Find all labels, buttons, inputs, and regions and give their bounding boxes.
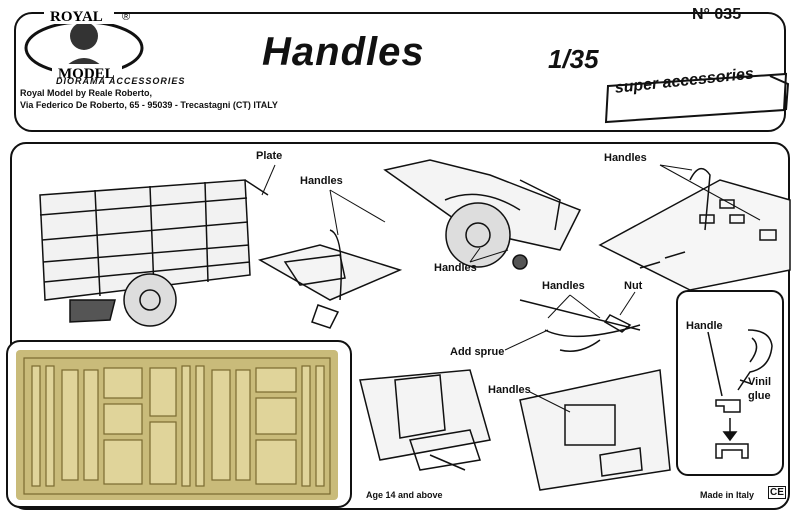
kit-number: N° 035 bbox=[692, 6, 742, 23]
address-line-1: Royal Model by Reale Roberto, bbox=[20, 88, 153, 98]
door-panel-drawing bbox=[519, 369, 671, 491]
label-handles-top-right: Handles bbox=[604, 152, 647, 164]
jerrycan-drawing bbox=[359, 369, 491, 471]
svg-text:®: ® bbox=[122, 11, 130, 23]
label-vinil: Vinil bbox=[748, 376, 772, 388]
deck-drawing bbox=[598, 167, 791, 291]
label-nut: Nut bbox=[624, 280, 643, 292]
label-glue: glue bbox=[748, 390, 771, 402]
leader-lines bbox=[261, 164, 761, 413]
address-line-2: Via Federico De Roberto, 65 - 95039 - Tr… bbox=[20, 100, 278, 110]
brand-top: ROYAL bbox=[50, 9, 103, 25]
label-handles-mid: Handles bbox=[542, 280, 585, 292]
super-accessories-banner bbox=[604, 72, 790, 124]
wheel-drawing bbox=[383, 159, 582, 270]
truck-bed-drawing bbox=[39, 179, 269, 327]
sprue-drawing bbox=[519, 299, 641, 352]
made-in-label: Made in Italy bbox=[700, 490, 755, 500]
product-title: Handles bbox=[262, 30, 425, 74]
brand-bottom: MODEL bbox=[58, 66, 115, 82]
label-handles-wheel: Handles bbox=[434, 262, 477, 274]
hood-drawing bbox=[258, 229, 403, 329]
label-handles-truck: Handles bbox=[300, 175, 343, 187]
label-add-sprue: Add sprue bbox=[450, 346, 505, 358]
royal-model-logo: ROYAL MODEL ® bbox=[24, 8, 144, 82]
scale-label: 1/35 bbox=[548, 44, 599, 74]
label-plate: Plate bbox=[256, 150, 283, 162]
ce-mark: CE bbox=[768, 486, 786, 499]
glue-inset-panel bbox=[676, 290, 784, 476]
label-handle-inset: Handle bbox=[686, 320, 723, 332]
age-notice: Age 14 and above bbox=[366, 490, 443, 500]
header-panel bbox=[14, 12, 786, 132]
brand-tagline: DIORAMA ACCESSORIES bbox=[56, 76, 186, 86]
label-handles-bottom: Handles bbox=[488, 384, 531, 396]
